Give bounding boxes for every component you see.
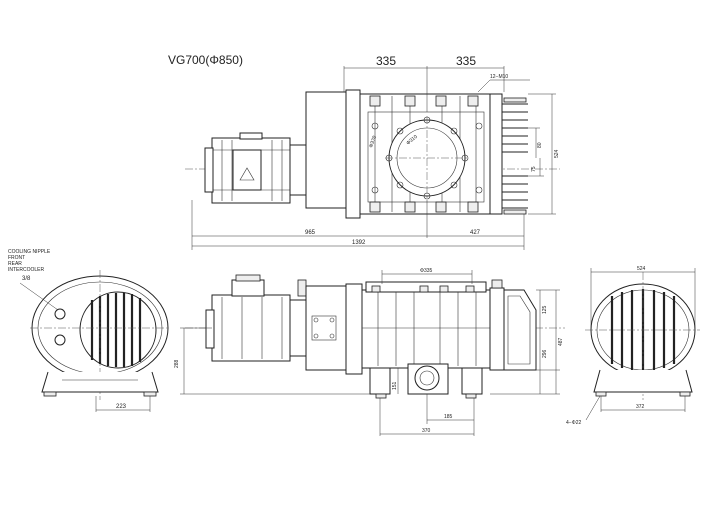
side-dim-phi335: Φ335 (420, 268, 433, 274)
right-dim-372: 372 (636, 404, 645, 410)
left-dim-223: 223 (116, 404, 127, 410)
side-end-flange-right (489, 287, 505, 371)
drawing-title: VG700(Φ850) (168, 53, 243, 67)
side-dim-296: 296 (542, 349, 548, 358)
side-view: Φ335 125 296 487 288 151 185 370 (174, 268, 565, 436)
side-dim-125: 125 (542, 305, 548, 314)
top-dims-right: 524 80 75 (528, 93, 560, 215)
top-dim-phi370: Φ370 (368, 135, 378, 149)
side-terminal-box (231, 279, 265, 297)
left-end-view: COOLING NIPPLE FRONT REAR INTERCOOLER 3/… (8, 249, 170, 412)
top-dim-427: 427 (470, 230, 481, 236)
top-dim-80: 80 (537, 142, 543, 148)
top-terminal-box (232, 149, 262, 191)
side-foot-right (461, 367, 483, 395)
top-motor-fan-cap (204, 147, 214, 193)
side-dim-151: 151 (392, 381, 398, 390)
cooling-note: COOLING NIPPLE FRONT REAR INTERCOOLER 3/… (8, 249, 59, 311)
top-end-flange-right (489, 93, 503, 215)
side-main-casing (361, 289, 491, 369)
top-dims-335: 335 335 12−M10 (343, 54, 530, 112)
side-foot-left (369, 367, 391, 395)
top-flange-bolts (371, 116, 483, 200)
side-casing-ribs (371, 285, 477, 366)
top-end-flange-left (345, 89, 361, 219)
right-dim-524: 524 (637, 266, 646, 272)
note-front: FRONT (8, 255, 25, 261)
note-rear: REAR (8, 261, 22, 267)
right-end-view: 524 372 4−Φ22 (566, 266, 700, 426)
top-inlet-flange-square (367, 111, 485, 203)
top-dims-bottom: 965 427 1392 (191, 200, 525, 250)
cooling-nipple-front (54, 308, 66, 320)
top-view: Φ310 Φ370 335 335 (185, 54, 560, 250)
top-dim-1392: 1392 (352, 240, 366, 246)
side-dim-288: 288 (174, 359, 180, 368)
side-motor-body (211, 294, 291, 362)
top-dim-12-m10: 12−M10 (490, 74, 508, 80)
top-dim-335-left: 335 (376, 54, 396, 68)
left-base-feet (41, 371, 159, 393)
top-cooler-fins (502, 97, 528, 215)
top-dim-335-right: 335 (456, 54, 476, 68)
top-gear-housing (305, 91, 347, 209)
right-dim-holes: 4−Φ22 (566, 420, 581, 426)
side-end-flange-left (345, 283, 363, 375)
side-coupling (289, 299, 309, 357)
right-base-feet (593, 369, 693, 393)
top-dim-524: 524 (554, 149, 560, 158)
top-dim-75: 75 (531, 166, 537, 172)
warning-triangle-icon (239, 167, 255, 181)
note-size: 3/8 (22, 276, 31, 282)
note-cooling-nipple: COOLING NIPPLE (8, 249, 51, 255)
cooling-nipple-rear (54, 334, 66, 346)
side-motor-fins (221, 297, 283, 359)
side-dim-487: 487 (558, 337, 564, 346)
side-dim-370: 370 (422, 428, 431, 434)
side-gear-housing (305, 285, 347, 371)
side-intercooler (503, 289, 537, 371)
top-casing-ribs (369, 95, 479, 213)
top-dim-965: 965 (305, 230, 316, 236)
left-grille (90, 293, 142, 367)
top-motor-fins (221, 140, 283, 201)
note-intercooler: INTERCOOLER (8, 267, 45, 273)
side-dim-185: 185 (444, 414, 453, 420)
